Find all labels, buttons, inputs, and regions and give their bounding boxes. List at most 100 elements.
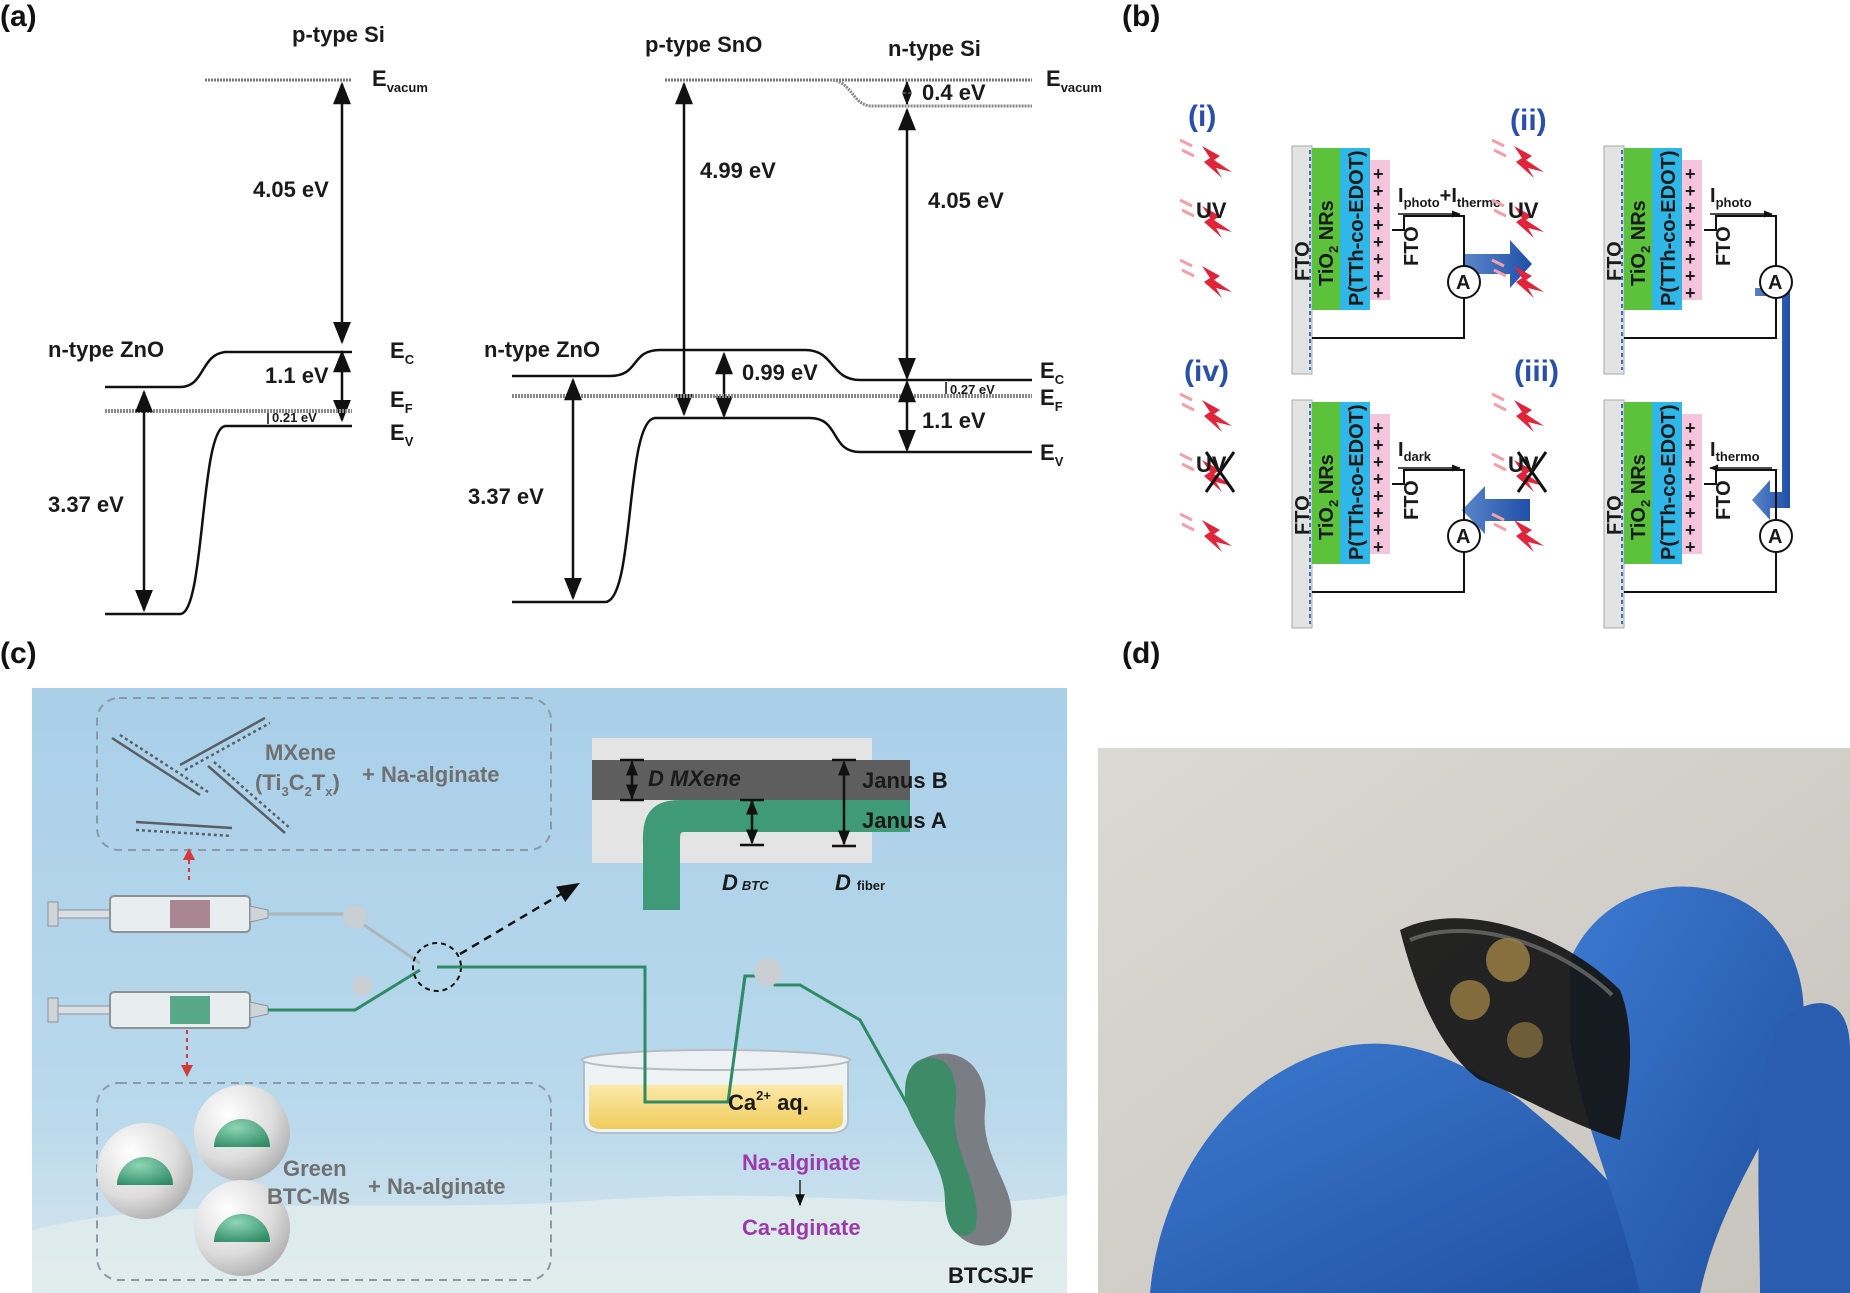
plus-sign: + — [1685, 452, 1696, 472]
value-027: 0.27 eV — [950, 382, 995, 397]
uv-label: UV — [1508, 198, 1539, 223]
tio2-layer — [1624, 402, 1652, 564]
circuit-wire-bottom — [1312, 298, 1465, 339]
tio2-label: TiO2 NRs — [1316, 200, 1341, 286]
charge-strip — [1682, 160, 1702, 300]
glove-right — [1570, 886, 1804, 1293]
fto-right-label: FTO — [1713, 226, 1735, 266]
step-iii: (iii) — [1514, 355, 1559, 388]
conduction-band-r — [512, 348, 1032, 382]
value-499: 4.99 eV — [700, 158, 776, 183]
panel-label-a: (a) — [0, 0, 37, 33]
beaker-icon — [581, 1049, 851, 1134]
plus-sign: + — [1373, 537, 1384, 557]
value-11-r: 1.1 eV — [922, 408, 986, 433]
label-ca-aq: Ca2+ aq. — [728, 1088, 809, 1115]
label-mxene-formula: (Ti3C2Tx) — [255, 770, 340, 799]
label-btc-na-alginate: + Na-alginate — [368, 1174, 506, 1199]
step-ii: (ii) — [1510, 104, 1547, 137]
fto-label: FTO — [1292, 241, 1314, 281]
current-label: Iphoto — [1710, 185, 1752, 210]
label-ev: EV — [390, 420, 414, 449]
label-evac-r: Evacum — [1046, 66, 1102, 95]
fabrication-schematic-c: MXene (Ti3C2Tx) + Na-alginate Green BTC-… — [32, 688, 1067, 1293]
device-schematic-b: (i) (ii) (iii) (iv) — [1184, 100, 1790, 534]
label-na-alginate: Na-alginate — [742, 1150, 861, 1175]
label-d-mxene: D MXene — [648, 766, 741, 791]
plus-sign: + — [1685, 469, 1696, 489]
plus-sign: + — [1373, 249, 1384, 269]
mxene-box — [96, 697, 552, 851]
uv-label: UV — [1196, 452, 1227, 477]
plus-sign: + — [1373, 452, 1384, 472]
plus-sign: + — [1685, 520, 1696, 540]
uv-light-icon — [1514, 146, 1544, 178]
cloud-band — [32, 1195, 1067, 1293]
tio2-layer — [1312, 402, 1340, 564]
plus-sign: + — [1685, 283, 1696, 303]
plus-sign: + — [1685, 215, 1696, 235]
label-green: Green — [283, 1156, 347, 1181]
panel-label-d: (d) — [1122, 637, 1160, 670]
electrode-dot-2 — [1450, 980, 1490, 1020]
plus-sign: + — [1373, 469, 1384, 489]
charge-strip — [1682, 414, 1702, 554]
fto-right-label: FTO — [1401, 480, 1423, 520]
uv-light-icon — [1202, 400, 1232, 432]
plus-sign: + — [1685, 164, 1696, 184]
plus-sign: + — [1685, 232, 1696, 252]
tio2-label: TiO2 NRs — [1316, 454, 1341, 540]
fto-right-label: FTO — [1713, 480, 1735, 520]
value-11: 1.1 eV — [265, 363, 329, 388]
plus-sign: + — [1373, 232, 1384, 252]
mxene-flakes-icon — [111, 716, 292, 838]
charge-strip — [1370, 160, 1390, 300]
flow-arrow-down — [1752, 288, 1790, 520]
svg-text:A: A — [1768, 526, 1782, 548]
label-ev-r: EV — [1040, 440, 1064, 469]
fto-label: FTO — [1604, 495, 1626, 535]
plus-sign: + — [1373, 181, 1384, 201]
circuit-wire-top — [1392, 215, 1465, 266]
current-label: Iphoto+Ithermo — [1398, 185, 1501, 210]
label-mxene-na-alginate: + Na-alginate — [362, 762, 500, 787]
tio2-label: TiO2 NRs — [1628, 200, 1653, 286]
pulley-1 — [343, 905, 367, 929]
panel-label-c: (c) — [0, 637, 37, 670]
circuit-wire-bottom — [1624, 552, 1777, 593]
ammeter-icon — [1447, 265, 1481, 299]
uv-light-icon — [1514, 400, 1544, 432]
uv-light-icon — [1202, 266, 1232, 298]
polymer-layer — [1652, 148, 1682, 310]
circuit-wire-top — [1704, 215, 1777, 266]
polymer-label: P(TTh-co-EDOT) — [1658, 150, 1680, 306]
plus-sign: + — [1685, 435, 1696, 455]
evac-level-si — [829, 78, 1032, 108]
label-n-type-zno-r: n-type ZnO — [484, 337, 600, 362]
btc-microsphere-icon — [97, 1085, 290, 1276]
label-mxene: MXene — [265, 740, 336, 765]
uv-label: UV — [1508, 452, 1539, 477]
electrode-dot-1 — [1486, 938, 1530, 982]
plus-sign: + — [1373, 520, 1384, 540]
value-337-r: 3.37 eV — [468, 484, 544, 509]
polymer-layer — [1340, 148, 1370, 310]
uv-light-icon — [1202, 146, 1232, 178]
electrode-dot-3 — [1507, 1022, 1543, 1058]
label-janus-a: Janus A — [862, 808, 947, 833]
uv-light-icon — [1514, 206, 1544, 238]
label-ca-alginate: Ca-alginate — [742, 1215, 861, 1240]
uv-light-icon — [1202, 520, 1232, 552]
plus-sign: + — [1373, 164, 1384, 184]
plus-sign: + — [1685, 181, 1696, 201]
syringe-top — [47, 895, 269, 933]
janus-a-layer — [680, 800, 910, 832]
polymer-label: P(TTh-co-EDOT) — [1658, 404, 1680, 560]
